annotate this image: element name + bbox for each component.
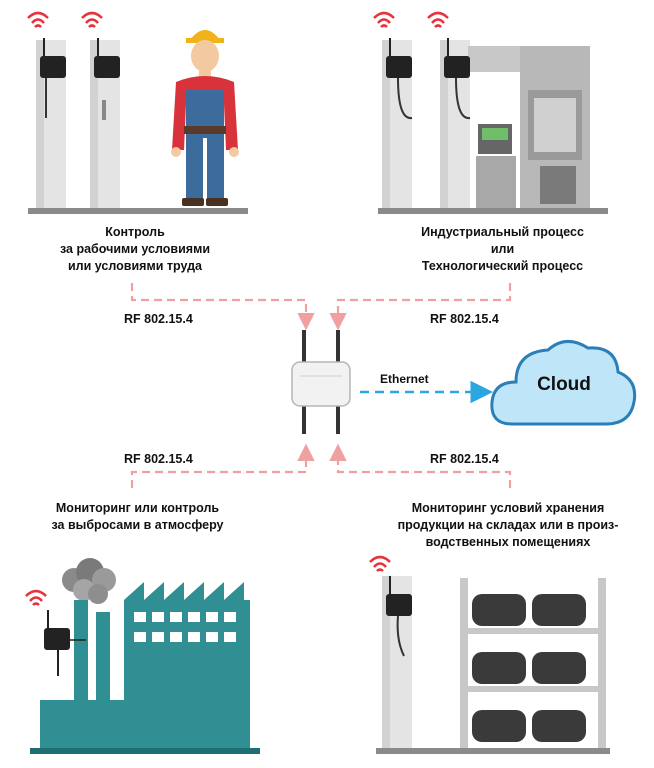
sensor-icon — [40, 38, 66, 118]
top-right-scene — [373, 11, 608, 214]
rf-label-top-left: RF 802.15.4 — [124, 312, 193, 326]
ethernet-label: Ethernet — [380, 372, 429, 386]
caption-line: водственных помещениях — [425, 535, 591, 549]
caption-bottom-right: Мониторинг условий хранения продукции на… — [388, 500, 628, 551]
rf-label-bottom-right: RF 802.15.4 — [430, 452, 499, 466]
caption-line: или — [490, 242, 515, 256]
cloud-label: Cloud — [537, 374, 591, 395]
cloud-shape — [490, 340, 637, 426]
rf-label-bottom-left: RF 802.15.4 — [124, 452, 193, 466]
wifi-icon — [369, 555, 391, 572]
gateway-icon — [291, 330, 351, 434]
worker-figure — [171, 30, 239, 206]
sensor-icon — [386, 576, 412, 657]
sensor-icon — [386, 38, 413, 120]
caption-line: продукции на складах или в произ- — [397, 518, 619, 532]
bottom-right-scene — [369, 555, 610, 754]
wifi-icon — [373, 11, 395, 28]
caption-line: Мониторинг или контроль — [55, 501, 220, 515]
sensor-icon — [94, 38, 120, 120]
caption-top-right: Индустриальный процесс или Технологическ… — [395, 224, 610, 275]
caption-line: Мониторинг условий хранения — [411, 501, 605, 515]
wifi-icon — [27, 11, 49, 28]
bottom-left-scene — [25, 558, 260, 754]
rf-connectors — [130, 283, 512, 488]
sensor-icon — [44, 610, 86, 676]
storage-rolls — [472, 594, 586, 742]
caption-bottom-left: Мониторинг или контроль за выбросами в а… — [30, 500, 245, 534]
sensor-icon — [444, 38, 471, 120]
caption-line: за рабочими условиями — [59, 242, 211, 256]
caption-line: Контроль — [105, 225, 165, 239]
top-left-scene — [27, 11, 248, 214]
rf-label-top-right: RF 802.15.4 — [430, 312, 499, 326]
wifi-icon — [25, 589, 47, 606]
caption-line: за выбросами в атмосферу — [51, 518, 224, 532]
caption-line: Технологический процесс — [421, 259, 584, 273]
caption-line: Индустриальный процесс — [421, 225, 584, 239]
caption-line: или условиями труда — [68, 259, 202, 273]
wifi-icon — [427, 11, 449, 28]
caption-top-left: Контроль за рабочими условиями или услов… — [40, 224, 230, 275]
wifi-icon — [81, 11, 103, 28]
